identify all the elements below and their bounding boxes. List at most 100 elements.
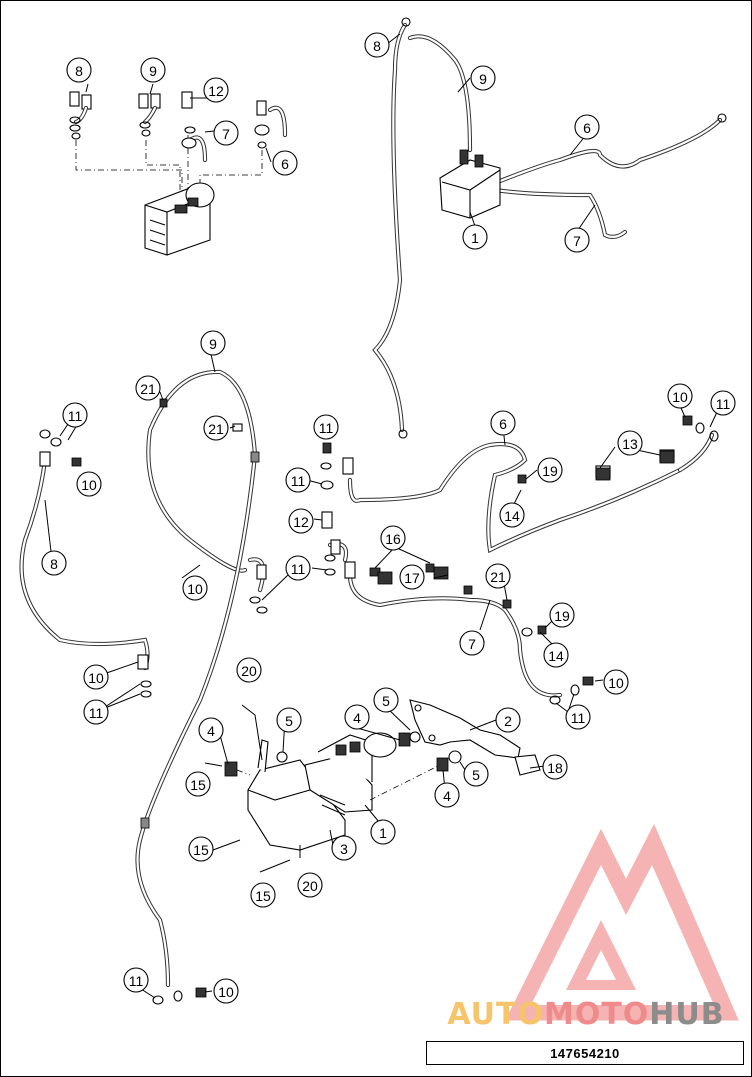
callout-circle <box>574 114 600 140</box>
callout-21: 21 <box>135 375 161 401</box>
callout-circle <box>603 669 629 695</box>
callout-14: 14 <box>499 502 525 528</box>
fitting-group-6 <box>254 100 288 149</box>
leader-lines <box>44 33 719 999</box>
callout-10: 10 <box>182 575 208 601</box>
callout-15: 15 <box>185 771 211 797</box>
callout-circle <box>495 707 521 733</box>
abs-unit-with-bracket <box>204 704 462 873</box>
callout-number: 14 <box>504 508 520 524</box>
callout-number: 11 <box>571 710 586 726</box>
callout-9: 9 <box>470 65 496 91</box>
callout-10: 10 <box>83 664 109 690</box>
callout-13: 13 <box>617 430 643 456</box>
callout-11: 11 <box>710 390 736 416</box>
callout-19: 19 <box>549 602 575 628</box>
callout-circle <box>459 630 485 656</box>
callout-6: 6 <box>490 410 516 436</box>
callout-circle <box>549 602 575 628</box>
callout-15: 15 <box>250 882 276 908</box>
callout-circle <box>490 410 516 436</box>
callout-4: 4 <box>344 704 370 730</box>
callout-20: 20 <box>297 872 323 898</box>
callout-number: 6 <box>583 120 591 136</box>
callout-circle <box>617 430 643 456</box>
callout-11: 11 <box>62 402 88 428</box>
callout-circle <box>344 704 370 730</box>
callout-15: 15 <box>188 836 214 862</box>
callout-circle <box>380 525 406 551</box>
callout-circle <box>285 467 311 493</box>
callout-1: 1 <box>462 224 488 250</box>
callout-6: 6 <box>272 150 298 176</box>
callout-circle <box>288 508 314 534</box>
callout-12: 12 <box>288 508 314 534</box>
callout-number: 10 <box>608 675 624 691</box>
callout-number: 1 <box>379 825 387 841</box>
callout-number: 14 <box>548 648 564 664</box>
document-code: 147654210 <box>426 1041 744 1065</box>
callout-circle <box>462 224 488 250</box>
callout-number: 4 <box>443 788 451 804</box>
callout-4: 4 <box>198 717 224 743</box>
callout-circle <box>297 872 323 898</box>
callout-circle <box>213 978 239 1004</box>
callout-9: 9 <box>140 57 166 83</box>
callout-14: 14 <box>543 642 569 668</box>
callout-20: 20 <box>236 657 262 683</box>
callout-number: 11 <box>291 473 306 489</box>
callout-3: 3 <box>331 835 357 861</box>
fitting-group-12-7 <box>181 91 208 163</box>
callout-number: 15 <box>190 777 206 793</box>
callout-circle <box>537 457 563 483</box>
callout-7: 7 <box>564 227 590 253</box>
callout-circle <box>313 414 339 440</box>
callout-10: 10 <box>667 383 693 409</box>
callout-circle <box>667 383 693 409</box>
callout-number: 12 <box>208 83 224 99</box>
callout-circle <box>499 502 525 528</box>
mounting-bracket-2 <box>409 699 541 776</box>
callout-number: 10 <box>88 670 104 686</box>
callout-2: 2 <box>495 707 521 733</box>
callout-circle <box>463 761 489 787</box>
wordmark-auto: AUTO <box>447 997 544 1032</box>
callout-number: 11 <box>291 561 306 577</box>
callout-10: 10 <box>76 471 102 497</box>
callout-number: 20 <box>241 663 257 679</box>
callout-21: 21 <box>203 415 229 441</box>
callout-circle <box>135 375 161 401</box>
callout-12: 12 <box>203 77 229 103</box>
callout-number: 20 <box>302 878 318 894</box>
callout-number: 3 <box>340 841 348 857</box>
callout-10: 10 <box>603 669 629 695</box>
callout-circle <box>285 555 311 581</box>
callout-number: 18 <box>547 760 563 776</box>
callout-number: 6 <box>499 416 507 432</box>
callout-circle <box>399 564 425 590</box>
callout-number: 5 <box>472 767 480 783</box>
callout-circle <box>250 882 276 908</box>
callout-circle <box>542 754 568 780</box>
callout-number: 9 <box>209 336 217 352</box>
callout-number: 5 <box>285 713 293 729</box>
brake-line-9 <box>135 369 260 988</box>
fitting-group-9 <box>138 93 161 137</box>
callout-number: 5 <box>382 693 390 709</box>
callout-circle <box>470 65 496 91</box>
fitting-group-8 <box>69 91 92 140</box>
callout-number: 7 <box>573 233 581 249</box>
callout-5: 5 <box>463 761 489 787</box>
callout-circle <box>200 330 226 356</box>
callout-circle <box>182 575 208 601</box>
callout-circle <box>123 967 149 993</box>
callout-7: 7 <box>459 630 485 656</box>
callout-11: 11 <box>313 414 339 440</box>
callout-circle <box>83 664 109 690</box>
callout-circle <box>140 57 166 83</box>
callout-number: 8 <box>75 63 83 79</box>
callout-circle <box>564 227 590 253</box>
callout-8: 8 <box>364 32 390 58</box>
